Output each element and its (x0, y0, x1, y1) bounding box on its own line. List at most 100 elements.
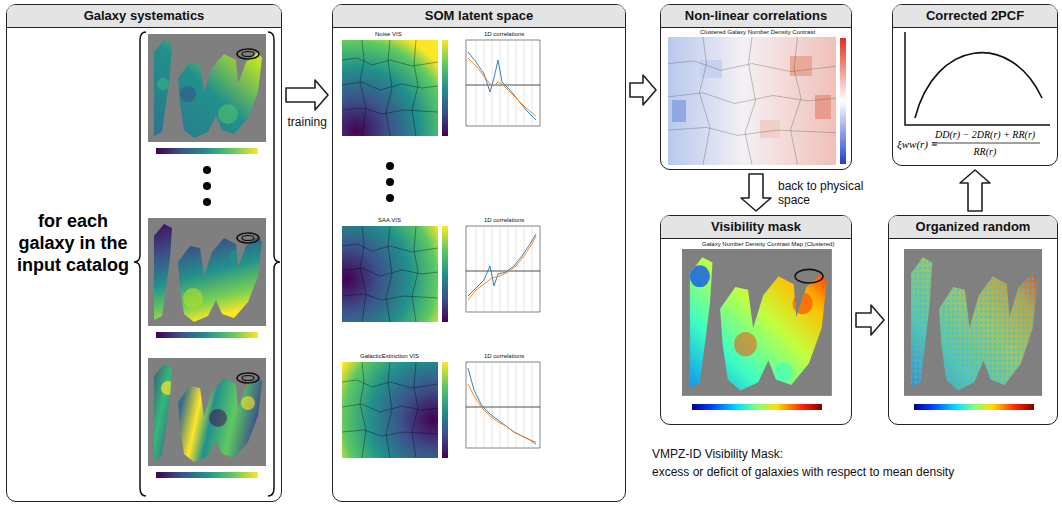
2pcf-sketch (915, 53, 1042, 118)
formula-numerator: DD(r) − 2DR(r) + RR(r) (935, 129, 1035, 141)
correlation-plot (466, 40, 540, 126)
som-map (342, 40, 438, 136)
formula-lhs: ξww(r) ≡ (897, 138, 938, 150)
plot-title: 1D correlations (484, 31, 524, 38)
visibility-map (682, 249, 832, 396)
sky-map (148, 34, 266, 142)
correlation-heatmap (760, 120, 780, 138)
correlation-heatmap (668, 37, 836, 165)
plot-title: Clustered Galaxy Number Density Contrast (700, 29, 815, 36)
sky-map (242, 52, 254, 57)
ellipsis-dot (203, 182, 211, 190)
som-map (442, 226, 448, 322)
som-map (342, 226, 448, 322)
correlation-plot (466, 407, 540, 408)
correlation-plot (476, 226, 532, 312)
edge-label: training (287, 115, 328, 129)
som-map (342, 226, 438, 322)
curly-bracket (268, 32, 280, 496)
visibility-map (690, 265, 710, 287)
block-arrow (286, 80, 328, 110)
sky-map (183, 288, 203, 308)
panel-heading: Corrected 2PCF (893, 5, 1057, 28)
sky-map (156, 332, 258, 338)
som-map (442, 40, 448, 136)
ellipsis-dot (386, 178, 394, 186)
som-map (342, 226, 438, 322)
correlation-plot (466, 362, 540, 448)
note-text: excess or deficit of galaxies with respe… (652, 466, 954, 480)
catalog-note: for each galaxy in the input catalog (9, 210, 137, 276)
plot-title: GalacticExtinction VIS (360, 353, 419, 360)
random-map (904, 249, 1042, 396)
visibility-map (795, 269, 823, 283)
visibility-map (792, 293, 812, 315)
sky-map (148, 358, 266, 466)
sky-map (148, 218, 266, 338)
panel: Galaxy systematics for each galaxy in the… (6, 4, 282, 502)
2pcf-sketch (905, 32, 1050, 143)
panel: SOM latent space (332, 4, 626, 502)
sky-map (242, 376, 254, 381)
correlation-plot (468, 236, 536, 300)
correlation-heatmap (790, 56, 812, 76)
random-map (904, 249, 1042, 396)
sky-map (148, 34, 266, 154)
panel-heading: SOM latent space (333, 5, 625, 28)
correlation-heatmap (840, 38, 846, 164)
ellipsis-dot (386, 194, 394, 202)
visibility-map (682, 249, 832, 396)
sky-map (218, 104, 238, 124)
correlation-heatmap (815, 95, 831, 119)
formula-denominator: RR(r) (974, 146, 997, 158)
som-map (342, 362, 438, 458)
block-arrow (960, 170, 990, 211)
ellipsis-dot (386, 162, 394, 170)
som-map (342, 40, 438, 136)
2pcf-sketch (932, 143, 1040, 144)
sky-map (237, 49, 259, 59)
visibility-map (682, 249, 832, 396)
correlation-heatmap (672, 100, 686, 122)
plot-title: SAA VIS (378, 217, 401, 224)
sky-map (161, 381, 175, 395)
correlation-plot (468, 384, 536, 442)
correlation-heatmap (668, 37, 846, 165)
sky-map (156, 148, 258, 154)
colorbar (914, 404, 1034, 410)
panel-heading: Galaxy systematics (7, 5, 281, 28)
visibility-map (682, 249, 832, 396)
correlation-plot (468, 368, 536, 444)
sky-map (241, 396, 255, 410)
correlation-heatmap (700, 60, 722, 78)
correlation-plot (466, 40, 540, 126)
sky-map (148, 34, 266, 142)
sky-map (148, 358, 266, 466)
random-map (904, 249, 1042, 396)
sky-map (242, 236, 254, 241)
correlation-plot (468, 52, 536, 120)
colorbar (692, 404, 822, 410)
som-map (342, 362, 438, 458)
random-map (904, 249, 1042, 396)
sky-map (148, 218, 266, 326)
correlation-plot (476, 40, 532, 126)
sky-map (237, 373, 259, 383)
panel: Non-linear correlations (660, 4, 852, 170)
correlation-plot (466, 362, 540, 448)
sky-map (148, 218, 266, 326)
edge-label: back to physical space (777, 179, 871, 207)
som-map (342, 40, 448, 136)
curly-bracket (134, 32, 146, 496)
sky-map (237, 233, 259, 243)
sky-map (157, 78, 169, 90)
sky-map (156, 472, 258, 478)
correlation-plot (468, 58, 536, 116)
note-text: VMPZ-ID Visibility Mask: (652, 448, 783, 462)
correlation-heatmap (668, 37, 836, 165)
correlation-plot (466, 226, 540, 312)
block-arrow (856, 305, 884, 335)
visibility-map (734, 332, 757, 356)
block-arrow (741, 174, 771, 211)
